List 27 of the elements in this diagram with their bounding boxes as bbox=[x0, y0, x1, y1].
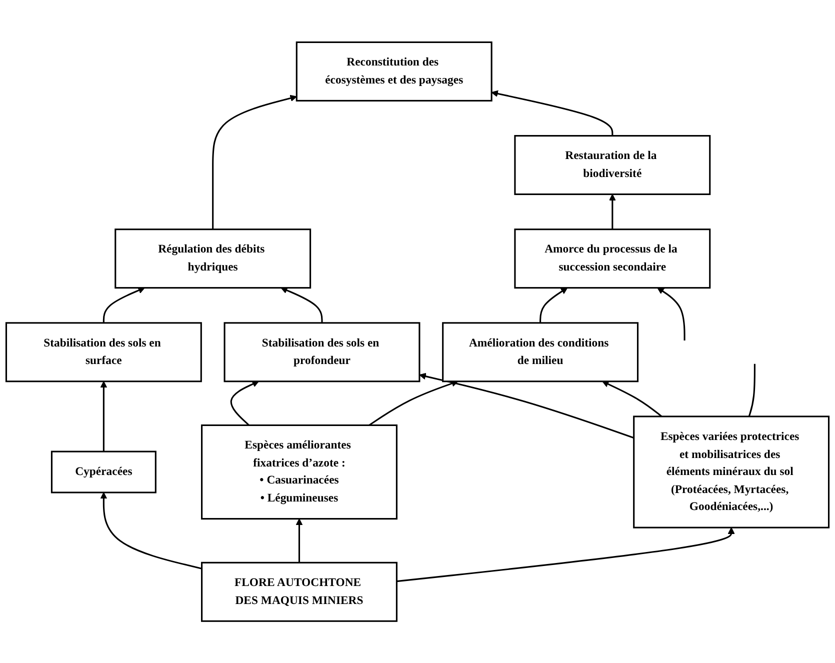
node-box: Espèces variées protectrices et mobilisatrices des éléments minéraux du sol (Protéacées, Myrtacées, Goodéniacées,...) bbox=[633, 416, 830, 528]
node-box: Régulation des débits hydriques bbox=[114, 228, 312, 288]
node-box: FLORE AUTOCHTONE DES MAQUIS MINIERS bbox=[201, 562, 398, 622]
node-box: Amorce du processus de la succession secondaire bbox=[514, 228, 711, 288]
arrow bbox=[230, 380, 259, 426]
arrow bbox=[602, 380, 662, 417]
arrow bbox=[608, 194, 616, 230]
node-box: Espèces améliorantes fixatrices d’azote : • Casuarinacées • Légumineuses bbox=[201, 424, 398, 520]
arrow bbox=[368, 380, 458, 426]
arrow bbox=[100, 492, 202, 570]
arrow bbox=[491, 90, 614, 136]
arrow bbox=[212, 94, 297, 230]
arrow bbox=[419, 372, 634, 438]
arrow bbox=[102, 286, 145, 323]
arrow bbox=[396, 527, 735, 582]
arrow bbox=[657, 287, 686, 340]
node-box: Amélioration des conditions de milieu bbox=[442, 322, 639, 382]
node-box: Reconstitution des écosystèmes et des paysages bbox=[296, 41, 492, 102]
node-box: Cypéracées bbox=[50, 450, 156, 494]
arrow bbox=[540, 287, 568, 323]
node-box: Restauration de la biodiversité bbox=[514, 134, 711, 195]
node-box: Stabilisation des sols en profondeur bbox=[224, 322, 420, 382]
node-box: Stabilisation des sols en surface bbox=[5, 322, 202, 382]
arrow bbox=[100, 380, 108, 452]
arrow bbox=[296, 518, 303, 562]
connector bbox=[748, 364, 756, 417]
arrow bbox=[280, 286, 323, 323]
